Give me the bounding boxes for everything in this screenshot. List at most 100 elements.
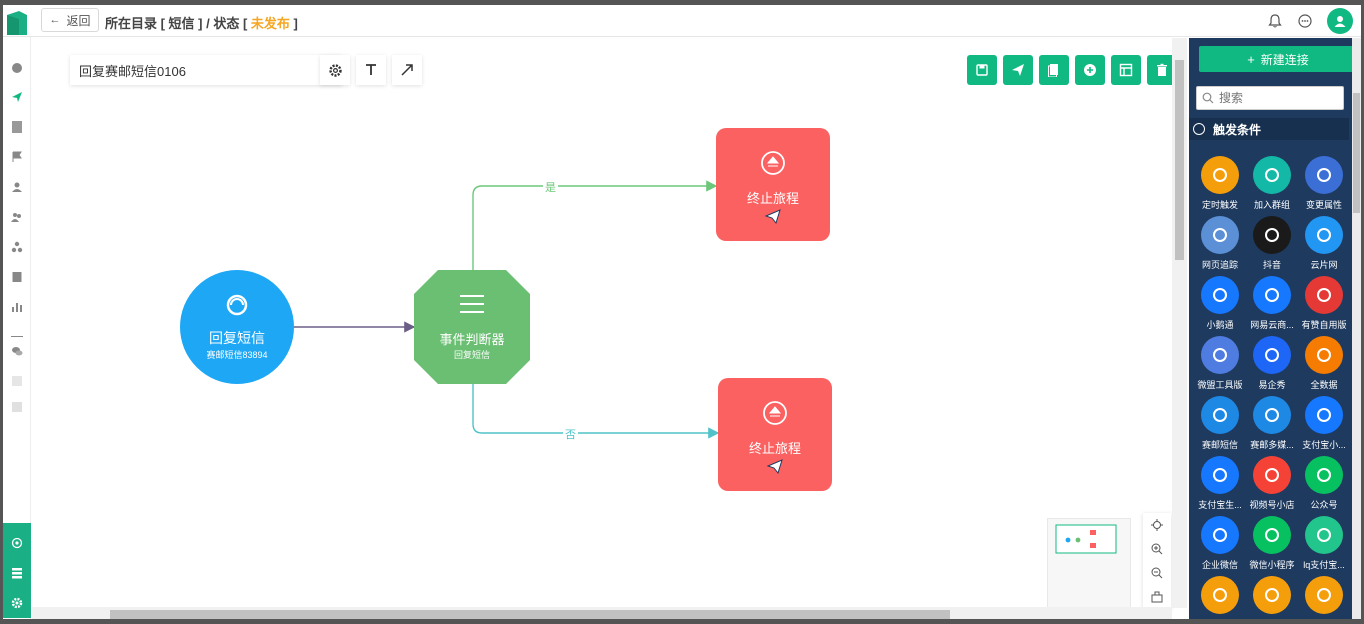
blank-icon[interactable] bbox=[9, 373, 25, 389]
trigger-item[interactable]: 云片网 bbox=[1297, 210, 1351, 270]
bell-icon[interactable] bbox=[1267, 13, 1283, 29]
user-icon[interactable] bbox=[9, 179, 25, 195]
search-icon bbox=[1202, 92, 1214, 104]
list-icon[interactable] bbox=[9, 565, 25, 581]
trigger-item-label: 网页追踪 bbox=[1201, 260, 1238, 270]
section-header-triggers[interactable]: 触发条件 bbox=[1189, 118, 1349, 140]
flag-icon[interactable] bbox=[9, 149, 25, 165]
panel-scrollbar[interactable] bbox=[1352, 38, 1361, 619]
zoom-out-icon[interactable] bbox=[1151, 567, 1163, 579]
goose-icon bbox=[1201, 276, 1239, 314]
gear-icon bbox=[328, 63, 342, 77]
trigger-item[interactable] bbox=[1245, 570, 1299, 619]
dashboard-icon[interactable] bbox=[9, 59, 25, 75]
trigger-item[interactable]: 易企秀 bbox=[1245, 330, 1299, 390]
weimob-icon bbox=[1201, 336, 1239, 374]
breadcrumb-suffix: ] bbox=[289, 16, 298, 31]
trigger-item[interactable]: lq支付宝... bbox=[1297, 510, 1351, 570]
settings-button[interactable] bbox=[320, 55, 350, 85]
canvas-vertical-scrollbar[interactable] bbox=[1172, 38, 1187, 608]
blank-icon-2[interactable] bbox=[9, 399, 25, 415]
more-icon[interactable] bbox=[1297, 13, 1313, 29]
document-icon[interactable] bbox=[9, 119, 25, 135]
users-icon[interactable] bbox=[9, 209, 25, 225]
trigger-item[interactable]: 抖音 bbox=[1245, 210, 1299, 270]
target-icon[interactable] bbox=[9, 535, 25, 551]
wrench-icon bbox=[1201, 576, 1239, 614]
trigger-item[interactable]: 赛邮多媒... bbox=[1245, 390, 1299, 450]
send-icon[interactable] bbox=[9, 89, 25, 105]
canvas-horizontal-scrollbar[interactable] bbox=[32, 607, 1172, 619]
chat-icon[interactable] bbox=[9, 343, 25, 359]
trigger-item[interactable]: 网页追踪 bbox=[1193, 210, 1247, 270]
avatar[interactable] bbox=[1327, 8, 1353, 34]
locate-icon[interactable] bbox=[1151, 519, 1163, 531]
canvas-vertical-scroll-thumb[interactable] bbox=[1175, 60, 1184, 260]
settings-icon[interactable] bbox=[9, 595, 25, 611]
trigger-item-label: lq支付宝... bbox=[1303, 560, 1345, 570]
trigger-item[interactable]: 定时触发 bbox=[1193, 150, 1247, 210]
fit-view-icon[interactable] bbox=[1151, 591, 1163, 603]
zoom-controls bbox=[1143, 513, 1171, 609]
trigger-item[interactable]: 支付宝小... bbox=[1297, 390, 1351, 450]
trigger-item[interactable]: 公众号 bbox=[1297, 450, 1351, 510]
trigger-item[interactable]: 变更属性 bbox=[1297, 150, 1351, 210]
trigger-item-label: 视频号小店 bbox=[1249, 500, 1295, 510]
trigger-item[interactable]: 支付宝生... bbox=[1193, 450, 1247, 510]
edge-yes-label: 是 bbox=[543, 179, 558, 195]
cloud-link-icon bbox=[1305, 216, 1343, 254]
new-connection-button[interactable]: + 新建连接 bbox=[1199, 46, 1357, 72]
back-label: 返回 bbox=[66, 13, 91, 28]
connector-tool-button[interactable] bbox=[392, 55, 422, 85]
add-button[interactable] bbox=[1075, 55, 1105, 85]
send-icon bbox=[1012, 64, 1024, 76]
trigger-item[interactable]: 微盟工具版 bbox=[1193, 330, 1247, 390]
template-button[interactable] bbox=[1111, 55, 1141, 85]
bar-chart-icon[interactable] bbox=[9, 299, 25, 315]
end-node-top[interactable]: 终止旅程 bbox=[716, 128, 830, 241]
trigger-item-label: 变更属性 bbox=[1305, 200, 1342, 210]
minimap[interactable] bbox=[1047, 518, 1131, 608]
panel-scroll-thumb[interactable] bbox=[1353, 93, 1360, 213]
trigger-item[interactable]: 小鹅通 bbox=[1193, 270, 1247, 330]
bookmark-icon[interactable] bbox=[9, 269, 25, 285]
trigger-item[interactable] bbox=[1297, 570, 1351, 619]
back-button[interactable]: ← 返回 bbox=[41, 8, 99, 32]
trigger-item[interactable]: 加入群组 bbox=[1245, 150, 1299, 210]
trigger-item-label: 微盟工具版 bbox=[1197, 380, 1243, 390]
trigger-item-label: 全数据 bbox=[1310, 380, 1338, 390]
trigger-item[interactable]: 全数据 bbox=[1297, 330, 1351, 390]
youzan-icon bbox=[1305, 276, 1343, 314]
breadcrumb-prefix: 所在目录 [ 短信 ] / 状态 [ bbox=[105, 16, 251, 31]
canvas-horizontal-scroll-thumb[interactable] bbox=[110, 610, 950, 619]
eqxiu-icon bbox=[1253, 336, 1291, 374]
zoom-in-icon[interactable] bbox=[1151, 543, 1163, 555]
end-node-bottom[interactable]: 终止旅程 bbox=[718, 378, 832, 491]
start-node[interactable]: 回复短信 赛邮短信83894 bbox=[180, 270, 294, 384]
flow-canvas[interactable]: 是 否 回复短信 赛邮短信83894 事件判断器 回复短信 终止旅程 终止旅程 bbox=[32, 38, 1177, 609]
status-badge: 未发布 bbox=[250, 16, 290, 31]
journey-name-input[interactable] bbox=[70, 55, 342, 85]
decision-node[interactable]: 事件判断器 回复短信 bbox=[414, 270, 530, 384]
copy-button[interactable] bbox=[1039, 55, 1069, 85]
trigger-item[interactable]: 赛邮短信 bbox=[1193, 390, 1247, 450]
publish-button[interactable] bbox=[1003, 55, 1033, 85]
text-icon bbox=[366, 64, 376, 75]
video-shop-icon bbox=[1253, 456, 1291, 494]
trigger-item[interactable]: 微信小程序 bbox=[1245, 510, 1299, 570]
text-tool-button[interactable] bbox=[356, 55, 386, 85]
tiktok-icon bbox=[1253, 216, 1291, 254]
submail-media-icon bbox=[1253, 396, 1291, 434]
edge-yes bbox=[472, 180, 718, 270]
trigger-item[interactable]: 有赞自用版 bbox=[1297, 270, 1351, 330]
save-button[interactable] bbox=[967, 55, 997, 85]
trigger-item[interactable]: 企业微信 bbox=[1193, 510, 1247, 570]
minimap-preview bbox=[1055, 524, 1117, 554]
trigger-item[interactable]: 网易云商... bbox=[1245, 270, 1299, 330]
trigger-item[interactable]: 视频号小店 bbox=[1245, 450, 1299, 510]
trigger-item-label: 加入群组 bbox=[1253, 200, 1290, 210]
search-input[interactable] bbox=[1196, 86, 1344, 110]
segments-icon[interactable] bbox=[9, 239, 25, 255]
trigger-item[interactable] bbox=[1193, 570, 1247, 619]
